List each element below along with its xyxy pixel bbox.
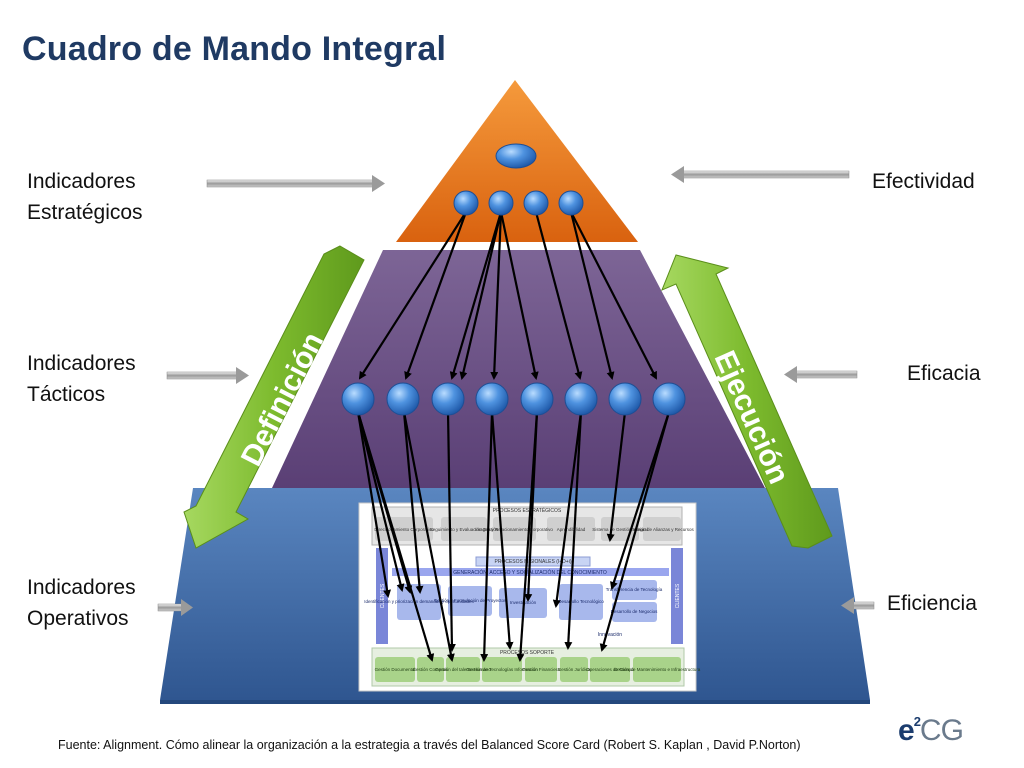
tactical-node	[564, 382, 598, 416]
label-line: Operativos	[27, 607, 129, 630]
label-indicadores-operativos: Indicadores Operativos	[27, 572, 136, 634]
tactical-to-operational-connectors	[356, 411, 671, 662]
label-indicadores-tacticos: Indicadores Tácticos	[27, 348, 136, 410]
misional-box-label: Transferencia de Tecnología	[606, 587, 663, 592]
strategic-header: PROCESOS ESTRATÉGICOS	[493, 507, 562, 514]
label-indicadores-estrategicos: Indicadores Estratégicos	[27, 166, 143, 228]
support-boxes: Gestión Documental Gestión Compras Gesti…	[375, 657, 701, 682]
tactical-node	[386, 382, 420, 416]
logo-sup: 2	[913, 714, 921, 729]
side-clientes-right: CLIENTES	[675, 583, 681, 608]
gray-arrow-right-bottom	[841, 597, 875, 614]
misional-box-label: Desarrollo Tecnológico	[558, 599, 604, 604]
support-box-label: Gestión de Mantenimiento e Infraestructu…	[614, 667, 701, 672]
label-eficacia: Eficacia	[907, 362, 981, 385]
logo-cg: CG	[919, 714, 964, 747]
strategic-node	[558, 190, 584, 216]
source-footnote: Fuente: Alignment. Cómo alinear la organ…	[58, 738, 801, 752]
strategic-box-label: Aprendibilidad	[557, 527, 586, 532]
tactical-node	[341, 382, 375, 416]
pyramid-middle-tier	[272, 250, 765, 488]
support-box-label: Gestión Financiera	[522, 667, 560, 672]
page-title: Cuadro de Mando Integral	[22, 30, 447, 68]
tactical-node	[652, 382, 686, 416]
side-clientes-left: CLIENTES	[380, 583, 386, 608]
support-box-label: Gestión Jurídica	[558, 667, 591, 672]
tactical-node	[431, 382, 465, 416]
strategic-node	[453, 190, 479, 216]
gray-arrow-right-top	[671, 166, 850, 183]
gray-arrow-left-bottom	[157, 599, 193, 616]
support-box-label: Gestión de Tecnologías Información	[466, 667, 538, 672]
support-box-label: Gestión Compras	[412, 667, 448, 672]
support-box-label: Gestión del talento Humano	[435, 667, 491, 672]
tactical-node	[520, 382, 554, 416]
gray-arrow-left-top	[206, 175, 385, 192]
support-box-label: Gestión Documental	[375, 667, 416, 672]
strategic-box-label: Direccionamiento Corporativo	[374, 527, 434, 532]
strategic-node	[523, 190, 549, 216]
strategic-to-tactical-connectors	[358, 211, 657, 380]
strategic-box-label: Gestión de Alianzas y Recursos	[630, 527, 694, 532]
label-line: Tácticos	[27, 383, 106, 406]
tactical-node	[608, 382, 642, 416]
support-header: PROCESOS SOPORTE	[500, 650, 555, 656]
strategic-node	[488, 190, 514, 216]
misional-box-label: Identificación y priorización demandas y…	[364, 599, 474, 604]
apex-node	[495, 143, 537, 169]
e2cg-logo: e2CG	[898, 714, 964, 748]
misional-header: PROCESOS MISIONALES (I+D+i)	[495, 559, 572, 565]
label-line: Indicadores	[27, 170, 136, 193]
label-line: Indicadores	[27, 352, 136, 375]
logo-e: e	[898, 714, 915, 747]
label-efectividad: Efectividad	[872, 170, 975, 193]
support-box-label: Operaciones de Campo	[586, 667, 634, 672]
label-eficiencia: Eficiencia	[887, 592, 977, 615]
strategic-box-label: Seguimiento y Evaluación Gestión	[430, 527, 499, 532]
misional-box-label: Gestión y Formulación de Proyectos	[434, 598, 507, 603]
label-line: Indicadores	[27, 576, 136, 599]
strategic-box-label: Imagen y Relacionamiento Corporativo	[475, 527, 553, 532]
misional-box-label: Desarrollo de Negocios	[611, 609, 659, 614]
strategic-box-label: Sistema de Gestión Integral	[592, 527, 648, 532]
strategic-boxes: Direccionamiento Corporativo Seguimiento…	[374, 517, 695, 541]
strategic-nodes	[453, 190, 584, 216]
tactical-nodes	[341, 382, 686, 416]
innovacion-label: Innovación	[598, 632, 622, 638]
label-line: Estratégicos	[27, 201, 143, 224]
gray-arrow-right-mid	[784, 366, 858, 383]
tactical-node	[475, 382, 509, 416]
gray-arrow-left-mid	[166, 367, 249, 384]
